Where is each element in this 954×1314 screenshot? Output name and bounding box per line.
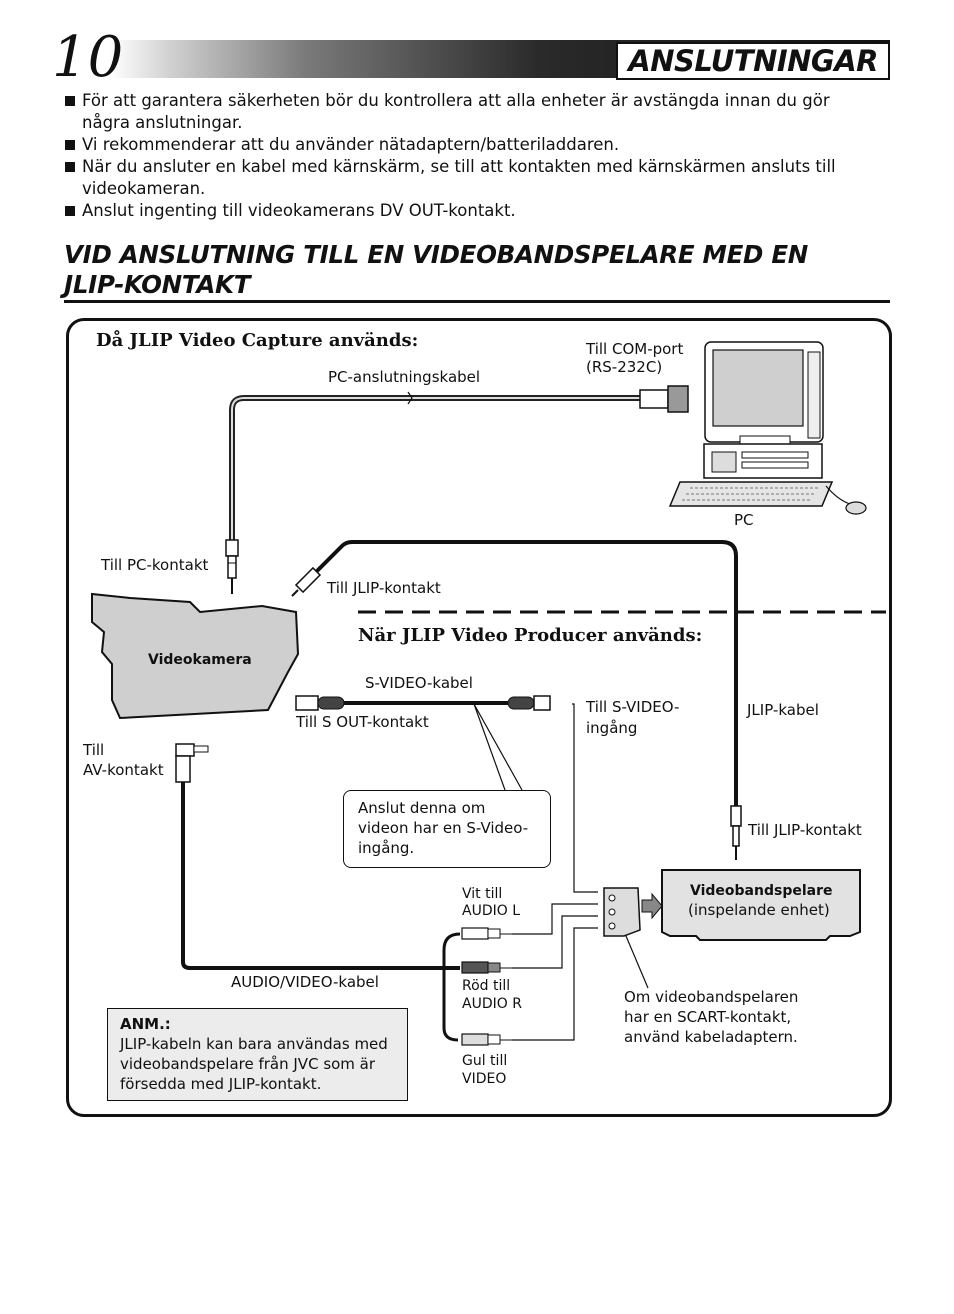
scart-adapter-icon bbox=[603, 887, 641, 937]
com-port-connector-icon bbox=[639, 385, 689, 413]
white-plug-label-2: AUDIO L bbox=[462, 903, 521, 919]
s-out-label: Till S OUT-kontakt bbox=[296, 713, 429, 731]
pc-label: PC bbox=[734, 511, 754, 529]
white-plug-label-1: Vit till bbox=[462, 886, 503, 902]
vcr-icon bbox=[661, 869, 861, 941]
av-plug-icon bbox=[175, 743, 209, 783]
bullet-item: När du ansluter en kabel med kärnskärm, … bbox=[62, 156, 882, 200]
scart-note-1: Om videobandspelaren bbox=[624, 988, 799, 1006]
jlip-plug-top-icon bbox=[291, 566, 322, 597]
pc-computer-icon bbox=[668, 341, 867, 515]
page-title-box: ANSLUTNINGAR bbox=[616, 42, 890, 80]
vcr-subtitle: (inspelande enhet) bbox=[688, 901, 830, 919]
svideo-note-text: Anslut denna om videon har en S-Video- i… bbox=[358, 799, 529, 857]
jlip-cable bbox=[308, 540, 738, 812]
s-video-in-label-1: Till S-VIDEO- bbox=[586, 698, 680, 716]
page-number: 10 bbox=[52, 25, 124, 90]
svideo-note-box: Anslut denna om videon har en S-Video- i… bbox=[343, 790, 551, 868]
white-plug-icon bbox=[461, 927, 512, 940]
yellow-plug-icon bbox=[461, 1033, 512, 1046]
pc-cable-core bbox=[231, 397, 640, 540]
pc-plug-icon bbox=[225, 539, 239, 594]
arrow-icon bbox=[641, 892, 663, 920]
page-title: ANSLUTNINGAR bbox=[628, 44, 878, 78]
vcr-title: Videobandspelare bbox=[690, 883, 833, 899]
bullet-item: För att garantera säkerheten bör du kont… bbox=[62, 90, 882, 134]
capture-heading: Då JLIP Video Capture används: bbox=[96, 330, 419, 351]
svideo-cable-label: S-VIDEO-kabel bbox=[365, 674, 473, 692]
note-text: JLIP-kabeln kan bara användas med videob… bbox=[120, 1035, 388, 1093]
com-port-label: Till COM-port bbox=[586, 340, 684, 358]
bullet-item: Anslut ingenting till videokamerans DV O… bbox=[62, 200, 882, 222]
av-cable bbox=[181, 782, 460, 970]
svideo-line-to-scart bbox=[572, 703, 598, 893]
section-title-line-2: JLIP-KONTAKT bbox=[64, 270, 251, 299]
red-plug-label-2: AUDIO R bbox=[462, 996, 522, 1012]
av-cable-label: AUDIO/VIDEO-kabel bbox=[231, 973, 379, 991]
pc-cable bbox=[229, 395, 640, 540]
pc-cable-label: PC-anslutningskabel bbox=[328, 368, 481, 386]
scart-pointer bbox=[625, 935, 649, 989]
av-jack-label-1: Till bbox=[83, 741, 105, 759]
bullet-list: För att garantera säkerheten bör du kont… bbox=[62, 90, 882, 222]
red-plug-label-1: Röd till bbox=[462, 978, 511, 994]
s-video-in-label-2: ingång bbox=[586, 719, 638, 737]
av-branch bbox=[442, 932, 461, 1042]
scart-note-3: använd kabeladaptern. bbox=[624, 1028, 798, 1046]
note-box: ANM.: JLIP-kabeln kan bara användas med … bbox=[107, 1008, 408, 1101]
rca-lines-to-scart bbox=[512, 903, 598, 1041]
red-plug-icon bbox=[461, 961, 512, 974]
note-title: ANM.: bbox=[120, 1015, 171, 1033]
producer-heading: När JLIP Video Producer används: bbox=[358, 625, 703, 646]
yellow-plug-label-1: Gul till bbox=[462, 1053, 508, 1069]
av-jack-label-2: AV-kontakt bbox=[83, 761, 164, 779]
diagram-frame bbox=[66, 318, 892, 1117]
rs232c-label: (RS-232C) bbox=[586, 358, 663, 376]
yellow-plug-label-2: VIDEO bbox=[462, 1071, 507, 1087]
camcorder-icon bbox=[91, 592, 300, 720]
jlip-plug-bottom-icon bbox=[730, 805, 742, 860]
svideo-pointer bbox=[473, 703, 523, 791]
camcorder-label: Videokamera bbox=[148, 652, 252, 668]
jlip-jack-top-label: Till JLIP-kontakt bbox=[327, 579, 441, 597]
section-title: VID ANSLUTNING TILL EN VIDEOBANDSPELARE … bbox=[64, 240, 890, 303]
jlip-jack-bottom-label: Till JLIP-kontakt bbox=[748, 821, 862, 839]
pc-jack-label: Till PC-kontakt bbox=[101, 556, 209, 574]
section-title-line-1: VID ANSLUTNING TILL EN VIDEOBANDSPELARE … bbox=[64, 240, 808, 269]
jlip-cable-label: JLIP-kabel bbox=[747, 701, 819, 719]
bullet-item: Vi rekommenderar att du använder nätadap… bbox=[62, 134, 882, 156]
scart-note-2: har en SCART-kontakt, bbox=[624, 1008, 792, 1026]
pc-cable-break bbox=[407, 391, 413, 405]
svideo-cable bbox=[295, 695, 551, 711]
